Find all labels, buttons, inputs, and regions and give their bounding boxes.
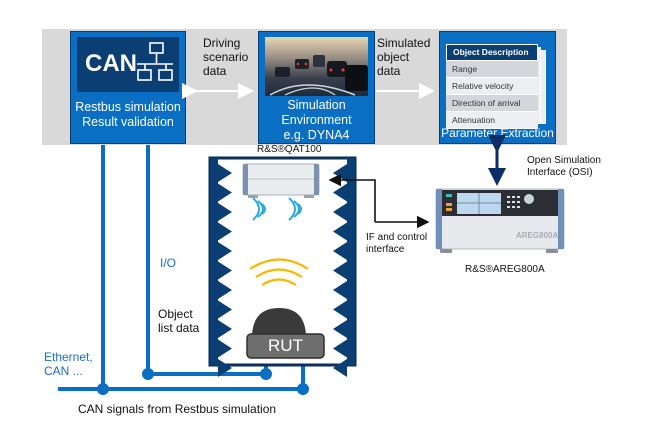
absorber-cone bbox=[333, 320, 347, 338]
label-line: Object bbox=[158, 307, 193, 321]
absorber-cone bbox=[333, 300, 347, 319]
rut-body bbox=[246, 333, 325, 359]
simulation-environment-box: Simulation Environment e.g. DYNA4 bbox=[258, 31, 375, 144]
object-list-data-label: Object list data bbox=[158, 307, 199, 335]
areg800a-label: R&S®AREG800A bbox=[465, 264, 545, 275]
antenna-waves-icon bbox=[252, 197, 302, 221]
junction-dot bbox=[260, 368, 272, 380]
restbus-box-label: Restbus simulation Result validation bbox=[71, 100, 185, 130]
label-line: data bbox=[203, 64, 227, 78]
rut-signal-waves-icon bbox=[249, 258, 309, 286]
network-topology-icon bbox=[137, 42, 173, 81]
label-line: Interface (OSI) bbox=[527, 167, 593, 178]
road-traffic-photo bbox=[265, 37, 368, 96]
if-control-arrow-to-qat bbox=[328, 173, 376, 222]
can-signals-label: CAN signals from Restbus simulation bbox=[78, 402, 277, 416]
label-line: Simulation bbox=[287, 98, 346, 112]
rut-radar-dome bbox=[252, 308, 306, 338]
osi-label: Open Simulation Interface (OSI) bbox=[527, 155, 601, 179]
label-line: Driving bbox=[203, 36, 241, 50]
table-row: Relative velocity bbox=[446, 78, 538, 95]
junction-dot bbox=[142, 368, 154, 380]
label-line: data bbox=[377, 64, 401, 78]
label-line: Ethernet, bbox=[44, 350, 93, 364]
absorber-cone bbox=[218, 300, 232, 319]
absorber-cone bbox=[333, 183, 347, 202]
restbus-label-line2: Result validation bbox=[82, 115, 174, 129]
absorber-cone bbox=[218, 281, 232, 299]
object-description-table: Object Description Range Relative veloci… bbox=[446, 44, 538, 129]
if-control-label: IF and control interface bbox=[366, 232, 427, 256]
absorber-cone bbox=[333, 164, 347, 182]
simulated-object-data-label: Simulated object data bbox=[377, 36, 430, 78]
label-line: scenario bbox=[203, 50, 249, 64]
io-label: I/O bbox=[160, 256, 177, 270]
label-line: e.g. DYNA4 bbox=[283, 128, 350, 142]
absorber-cone bbox=[333, 281, 347, 299]
absorber-cone bbox=[218, 203, 232, 221]
absorber-cone bbox=[218, 359, 232, 377]
absorber-cone bbox=[333, 339, 347, 358]
driving-scenario-label: Driving scenario data bbox=[203, 36, 248, 78]
label-line: Open Simulation bbox=[527, 155, 601, 166]
label-line: Environment bbox=[281, 113, 352, 127]
junction-dot bbox=[97, 383, 109, 395]
ethernet-can-label: Ethernet, CAN ... bbox=[44, 350, 93, 378]
restbus-label-line1: Restbus simulation bbox=[75, 100, 181, 114]
can-logo-text: CAN bbox=[85, 50, 137, 77]
label-line: CAN ... bbox=[44, 364, 83, 378]
label-line: list data bbox=[158, 321, 200, 335]
restbus-simulation-box: CAN Restbus simulation Result validation bbox=[70, 31, 186, 144]
label-line: object bbox=[377, 50, 410, 64]
label-line: Simulated bbox=[377, 36, 431, 50]
absorber-cone bbox=[218, 183, 232, 202]
traffic-scene-icon bbox=[269, 55, 368, 96]
absorber-cone bbox=[333, 242, 347, 260]
label-line: IF and control bbox=[366, 232, 428, 243]
qat100-label: R&S®QAT100 bbox=[257, 144, 322, 155]
absorber-cone bbox=[218, 164, 232, 182]
absorber-cone bbox=[218, 261, 232, 280]
absorber-cone bbox=[218, 242, 232, 260]
absorber-cone bbox=[333, 222, 347, 241]
qat100-antenna-array bbox=[242, 163, 320, 198]
simulation-box-label: Simulation Environment e.g. DYNA4 bbox=[259, 98, 374, 143]
table-row: Attenuation bbox=[446, 112, 538, 129]
object-description-header: Object Description bbox=[446, 44, 538, 61]
absorber-cone bbox=[333, 261, 347, 280]
table-row: Direction of arrival bbox=[446, 95, 538, 112]
junction-dot bbox=[297, 383, 309, 395]
absorber-cone bbox=[333, 203, 347, 221]
absorber-cone bbox=[218, 222, 232, 241]
can-logo: CAN bbox=[77, 37, 179, 92]
label-line: interface bbox=[366, 244, 405, 255]
parameter-extraction-label: Parameter Extraction bbox=[441, 126, 554, 140]
table-row: Range bbox=[446, 61, 538, 78]
absorber-cone bbox=[218, 339, 232, 358]
absorber-cone bbox=[333, 359, 347, 377]
areg-model-badge: AREG800A bbox=[516, 231, 559, 240]
areg800a-instrument bbox=[435, 188, 565, 253]
absorber-cone bbox=[218, 320, 232, 338]
rut-label: RUT bbox=[268, 336, 303, 355]
